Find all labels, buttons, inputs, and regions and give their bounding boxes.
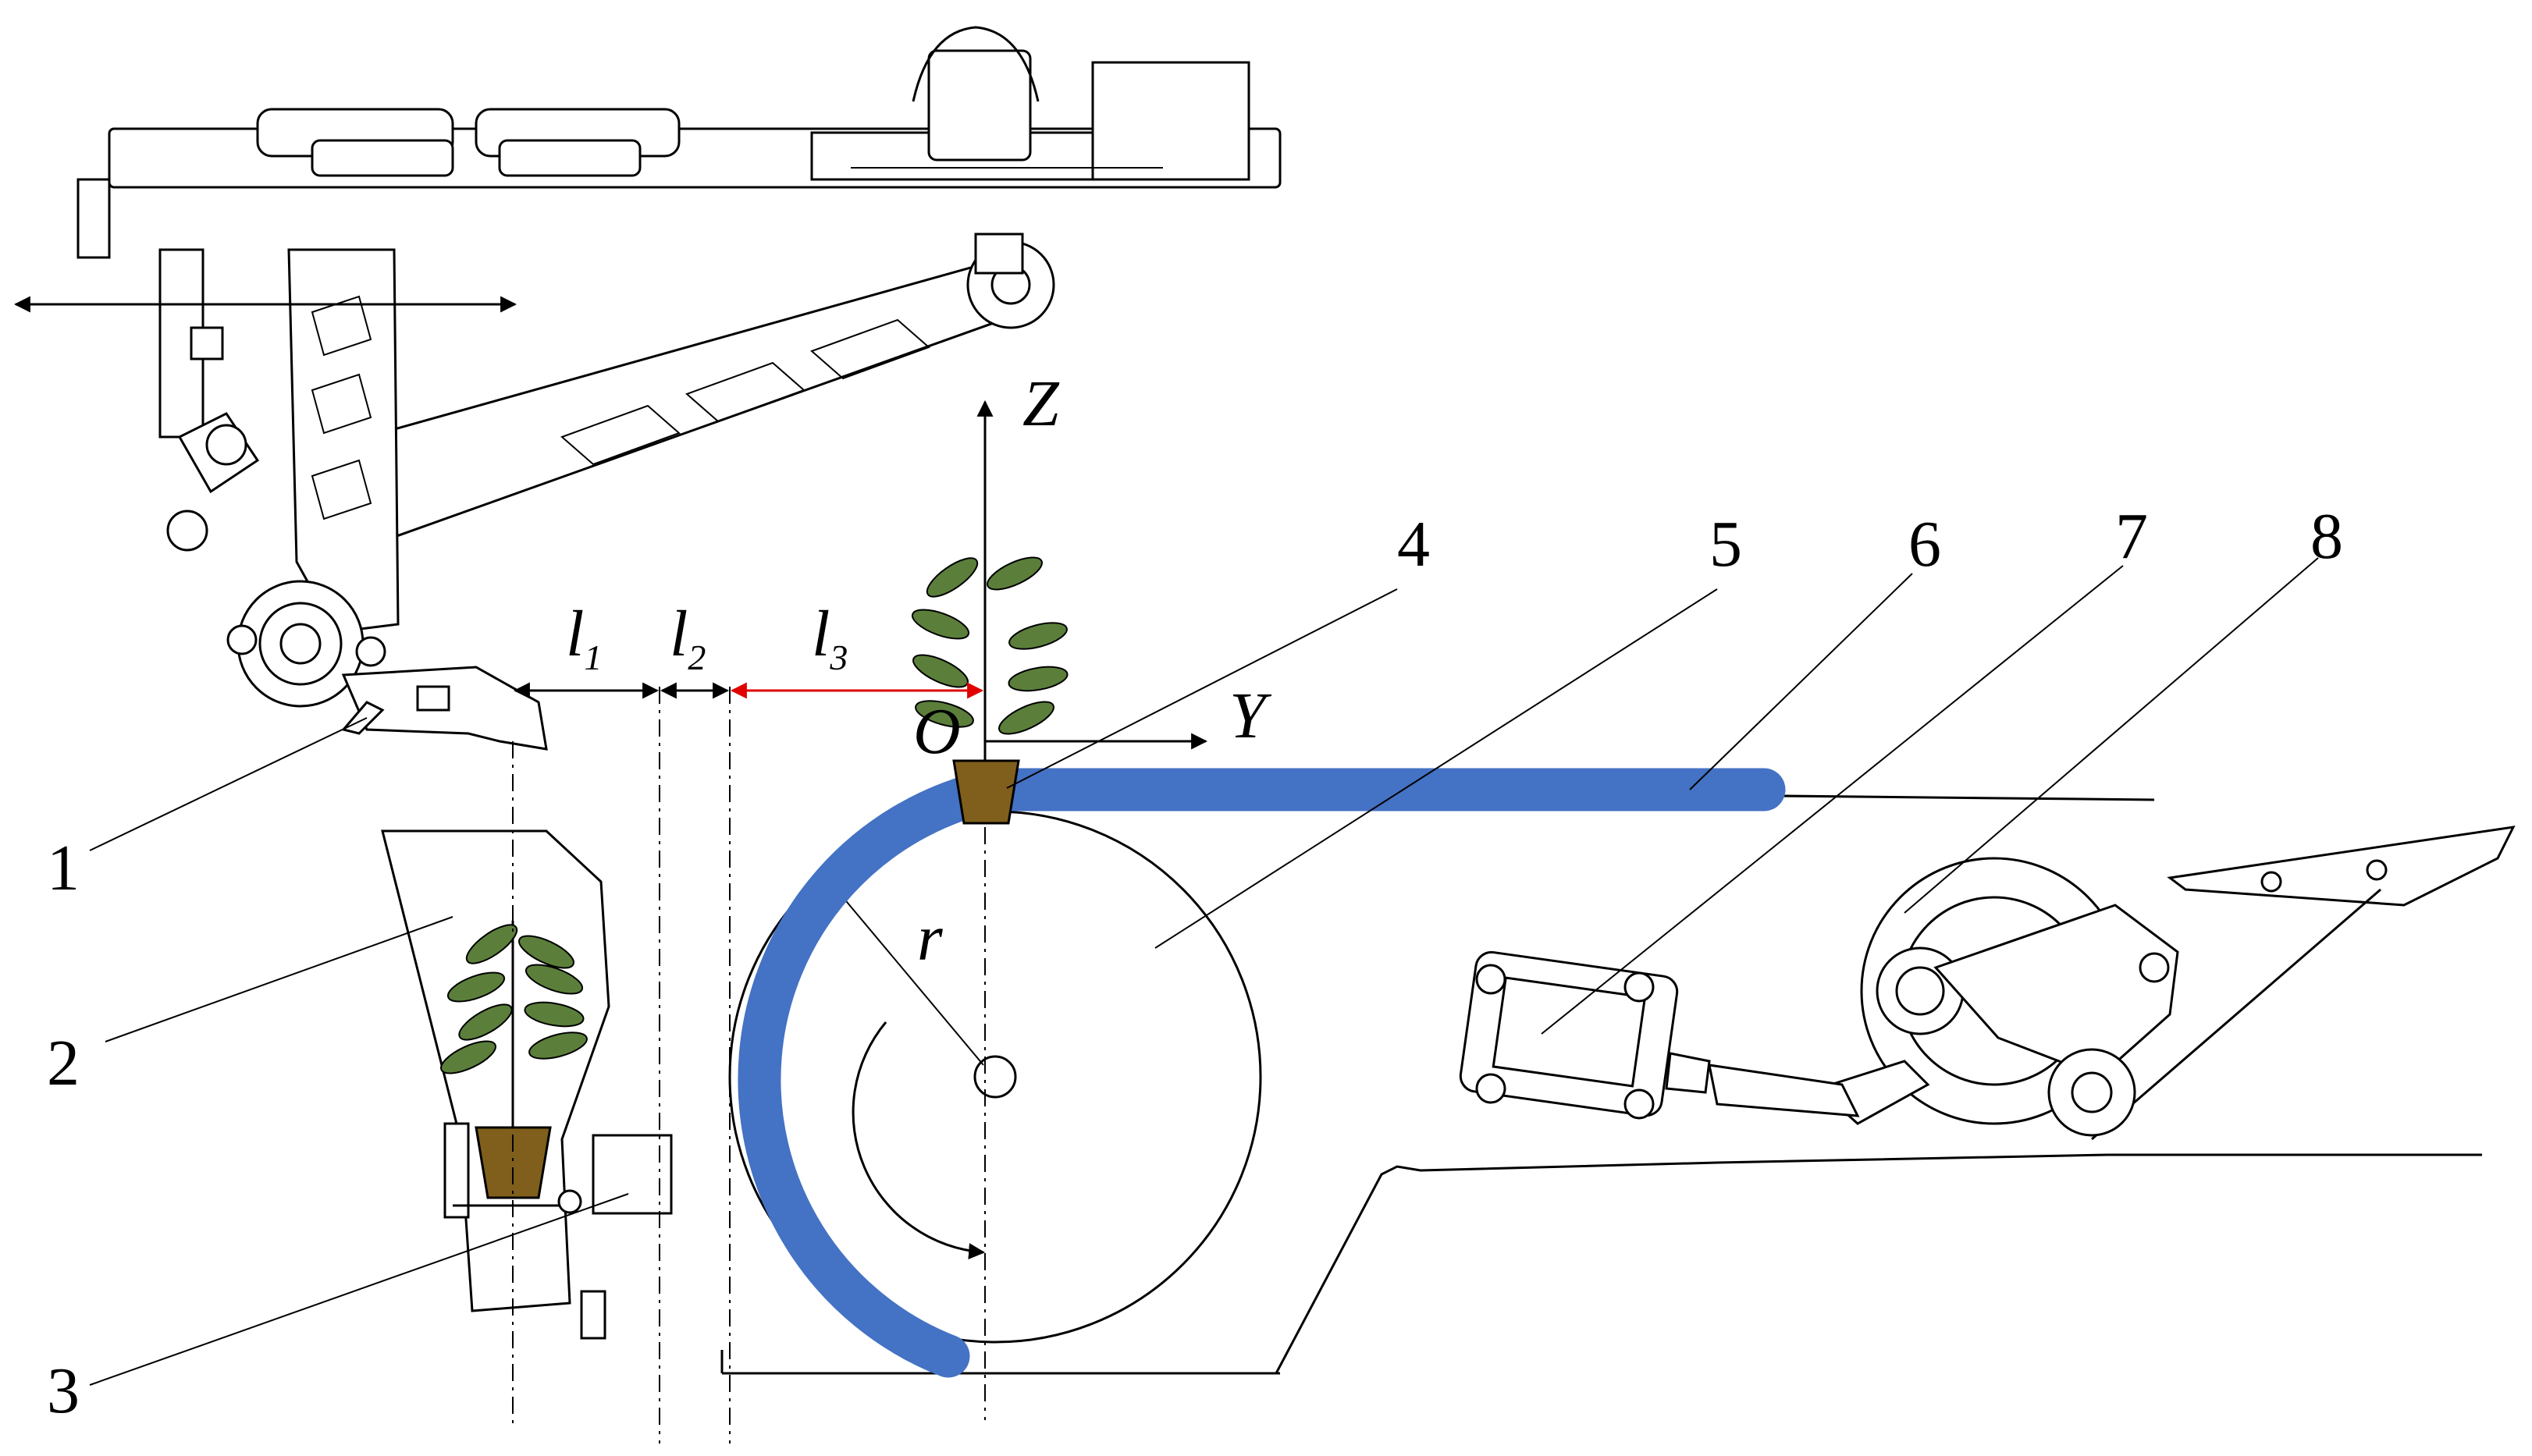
l2-label: l2 (670, 598, 706, 677)
part-label-6: 6 (1908, 508, 1941, 581)
planting-claw (226, 580, 548, 751)
leader-lines (89, 557, 2319, 1386)
part-label-1: 1 (47, 832, 80, 904)
origin-label: O (913, 695, 961, 768)
drive-mechanism (1459, 826, 2516, 1141)
conveyor-belt (738, 768, 1017, 1378)
top-frame-assembly (76, 26, 1282, 259)
y-axis-label: Y (1229, 680, 1272, 752)
part-label-2: 2 (47, 1027, 80, 1099)
rotation-arrow-icon (852, 1021, 986, 1260)
part-label-4: 4 (1397, 508, 1430, 581)
part-label-3: 3 (47, 1355, 80, 1427)
part-label-7: 7 (2115, 500, 2148, 573)
seedling-bucket (381, 829, 673, 1340)
l3-label: l3 (812, 598, 848, 677)
distance-dimensions: l1 l2 l3 (513, 598, 984, 699)
base-plate (720, 794, 2482, 1375)
z-axis-label: Z (1022, 368, 1060, 440)
swing-arm (365, 233, 1055, 540)
part-label-5: 5 (1709, 508, 1742, 581)
coordinate-axes: Z Y O r (913, 368, 1272, 975)
part-labels: 1 2 3 4 5 6 7 8 (47, 500, 2343, 1427)
l1-label: l1 (566, 598, 602, 677)
reference-lines (512, 687, 986, 1444)
part-label-8: 8 (2310, 500, 2343, 573)
slider-column (13, 248, 517, 634)
radius-label: r (917, 902, 943, 975)
